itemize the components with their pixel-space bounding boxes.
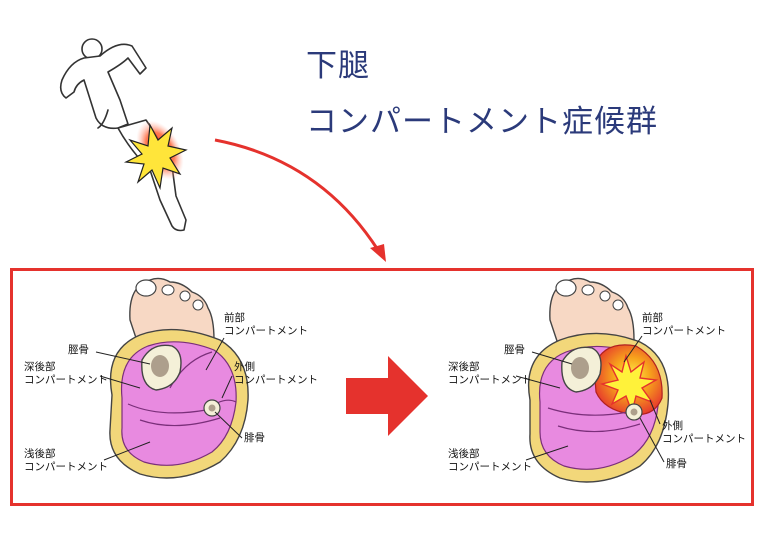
title-line-2: コンパートメント症候群 [306, 104, 658, 140]
right-label-fibula: 腓骨 [666, 458, 687, 470]
pain-burst [123, 122, 188, 191]
comparison-frame [10, 268, 754, 506]
left-label-fibula: 腓骨 [244, 432, 265, 444]
left-label-tibia: 脛骨 [68, 344, 89, 356]
cross-section-syndrome [515, 277, 670, 483]
transition-arrow-icon [346, 356, 428, 436]
cross-section-normal [95, 277, 249, 479]
curved-arrow-head [370, 244, 386, 262]
left-label-anterior: 前部 コンパートメント [224, 312, 308, 337]
right-label-deep-posterior: 深後部 コンパートメント [448, 361, 532, 386]
title-line-1: 下腿 [306, 48, 370, 84]
right-label-anterior: 前部 コンパートメント [642, 312, 726, 337]
right-label-superficial-posterior: 浅後部 コンパートメント [448, 448, 532, 473]
curved-arrow [214, 138, 380, 251]
left-label-superficial-posterior: 浅後部 コンパートメント [24, 448, 108, 473]
right-label-tibia: 脛骨 [504, 344, 525, 356]
right-label-lateral: 外側 コンパートメント [662, 420, 746, 445]
left-label-lateral: 外側 コンパートメント [234, 361, 318, 386]
left-label-deep-posterior: 深後部 コンパートメント [24, 361, 108, 386]
